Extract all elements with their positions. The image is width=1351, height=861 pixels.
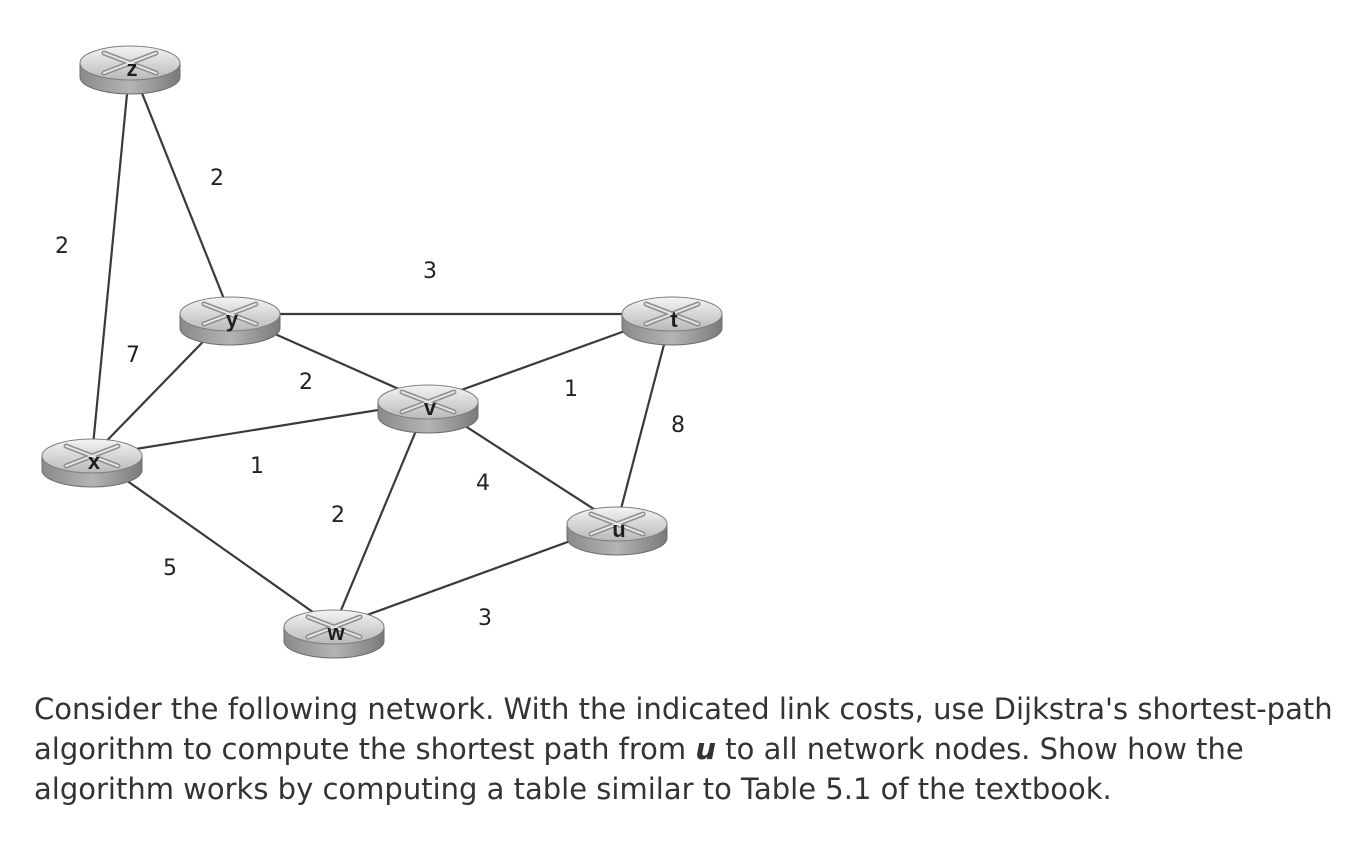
cost-label-w-u: 3: [478, 606, 492, 631]
link-x-w: [91, 455, 335, 628]
question-part2: to all network nodes. Show how the algor…: [34, 732, 1244, 806]
network-diagram: 2 2 3 7 2 1 8 1 4 2 5 3 z y t v x u w: [41, 45, 723, 659]
router-cross-icon: [588, 511, 646, 537]
router-w: w: [283, 609, 385, 659]
link-t-u: [615, 313, 674, 525]
router-cross-icon: [305, 614, 363, 640]
router-v: v: [377, 384, 479, 434]
link-v-w: [332, 401, 430, 628]
cost-label-v-u: 4: [476, 471, 490, 496]
router-cross-icon: [63, 443, 121, 469]
question-text: Consider the following network. With the…: [34, 689, 1334, 809]
router-x: x: [41, 438, 143, 488]
cost-label-y-v: 2: [299, 370, 313, 395]
link-z-x: [90, 62, 132, 457]
link-z-y: [128, 62, 232, 315]
links-layer: [90, 62, 674, 629]
cost-label-v-t: 1: [564, 377, 578, 402]
cost-label-y-t: 3: [423, 259, 437, 284]
link-costs-layer: 2 2 3 7 2 1 8 1 4 2 5 3: [55, 166, 685, 631]
router-label-y: y: [226, 307, 239, 332]
cost-label-z-y: 2: [210, 166, 224, 191]
router-cross-icon: [643, 301, 701, 327]
router-cross-icon: [101, 50, 159, 76]
cost-label-t-u: 8: [671, 413, 685, 438]
router-cross-icon: [399, 389, 457, 415]
router-z: z: [79, 45, 181, 95]
question-part1: Consider the following network. With the…: [34, 692, 1333, 766]
router-u: u: [566, 506, 668, 556]
router-label-u: u: [612, 517, 625, 542]
router-label-z: z: [127, 56, 138, 81]
router-label-v: v: [424, 395, 437, 420]
router-t: t: [621, 296, 723, 346]
cost-label-y-x: 7: [126, 343, 140, 368]
router-cross-icon: [201, 301, 259, 327]
router-label-w: w: [326, 620, 345, 645]
router-y: y: [179, 296, 281, 346]
cost-label-x-w: 5: [163, 556, 177, 581]
cost-label-z-x: 2: [55, 234, 69, 259]
cost-label-x-v: 1: [250, 454, 264, 479]
router-label-x: x: [88, 449, 101, 474]
cost-label-v-w: 2: [331, 503, 345, 528]
question-source-node: u: [695, 732, 717, 766]
router-label-t: t: [670, 307, 678, 332]
routers-layer: z y t v x u w: [41, 45, 723, 659]
link-x-v: [91, 400, 429, 458]
